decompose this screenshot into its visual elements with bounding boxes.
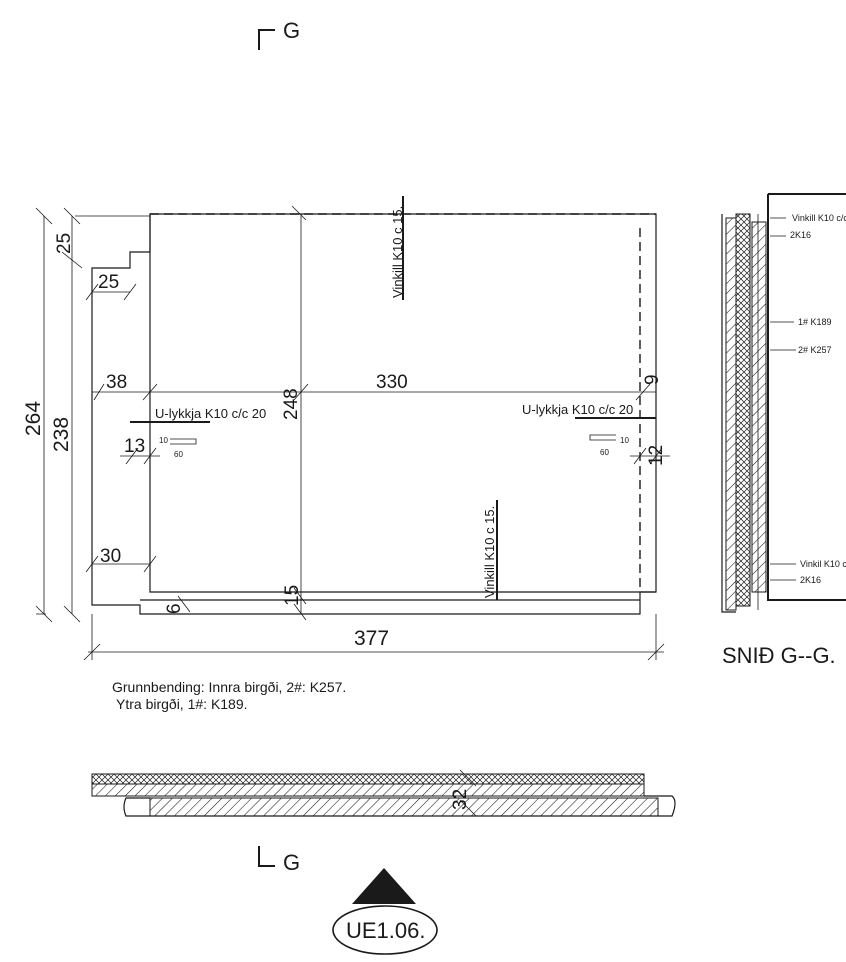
- sheet-ref-label: UE1.06.: [346, 918, 426, 943]
- loop-left-b: 60: [174, 450, 183, 459]
- dim-bottom-30: 30: [100, 546, 121, 567]
- north-arrow-icon: [352, 868, 416, 904]
- u-loop-right-label: U-lykkja K10 c/c 20: [522, 402, 633, 417]
- vinkill-top-label: Vinkill K10 c 15.: [390, 206, 405, 298]
- dim-inner-25: 25: [98, 272, 119, 293]
- section-callout-2: 2K16: [790, 230, 811, 240]
- vinkill-bottom-label: Vinkill K10 c 15.: [482, 506, 497, 598]
- section-mark-top: G: [258, 18, 300, 50]
- u-loop-left-label: U-lykkja K10 c/c 20: [155, 406, 266, 421]
- dim-center-330: 330: [376, 372, 408, 393]
- dim-left-13: 13: [124, 436, 145, 457]
- dim-total-238: 238: [50, 417, 73, 452]
- loop-symbol-left: [170, 438, 197, 445]
- loop-left-a: 10: [159, 436, 168, 445]
- section-title: SNIÐ G--G.: [722, 643, 836, 668]
- dim-width-377: 377: [354, 627, 389, 650]
- loop-symbol-right: [589, 434, 616, 441]
- dim-total-264: 264: [22, 401, 45, 436]
- section-callout-3: 1# K189: [798, 317, 832, 327]
- section-mark-bottom-letter: G: [283, 850, 300, 875]
- section-mark-top-letter: G: [283, 18, 300, 43]
- loop-right-a: 10: [620, 436, 629, 445]
- rebar-markers: [130, 196, 656, 600]
- section-mark-bottom: G: [258, 846, 300, 875]
- section-callout-4: 2# K257: [798, 345, 832, 355]
- dim-bottom-6: 6: [164, 603, 185, 614]
- dim-thickness-32: 32: [450, 789, 471, 810]
- section-gg: [721, 193, 846, 613]
- sheet-reference: UE1.06.: [332, 868, 438, 955]
- dim-left-38: 38: [106, 372, 127, 393]
- dimension-lines: [35, 205, 670, 661]
- section-callout-1: Vinkill K10 c/c: [792, 213, 846, 223]
- dim-right-12: 12: [646, 445, 667, 466]
- loop-right-b: 60: [600, 448, 609, 457]
- section-callout-5: Vinkil K10 c/c: [800, 559, 846, 569]
- plan-section: [91, 769, 676, 817]
- dim-height-248: 248: [281, 388, 302, 420]
- note-line-1: Grunnbending: Innra birgði, 2#: K257.: [112, 679, 346, 695]
- dim-right-9: 9: [642, 374, 663, 385]
- section-callout-6: 2K16: [800, 575, 821, 585]
- note-line-2: Ytra birgði, 1#: K189.: [116, 696, 248, 712]
- dim-top-left-25: 25: [54, 233, 75, 254]
- dim-bottom-15: 15: [282, 585, 303, 606]
